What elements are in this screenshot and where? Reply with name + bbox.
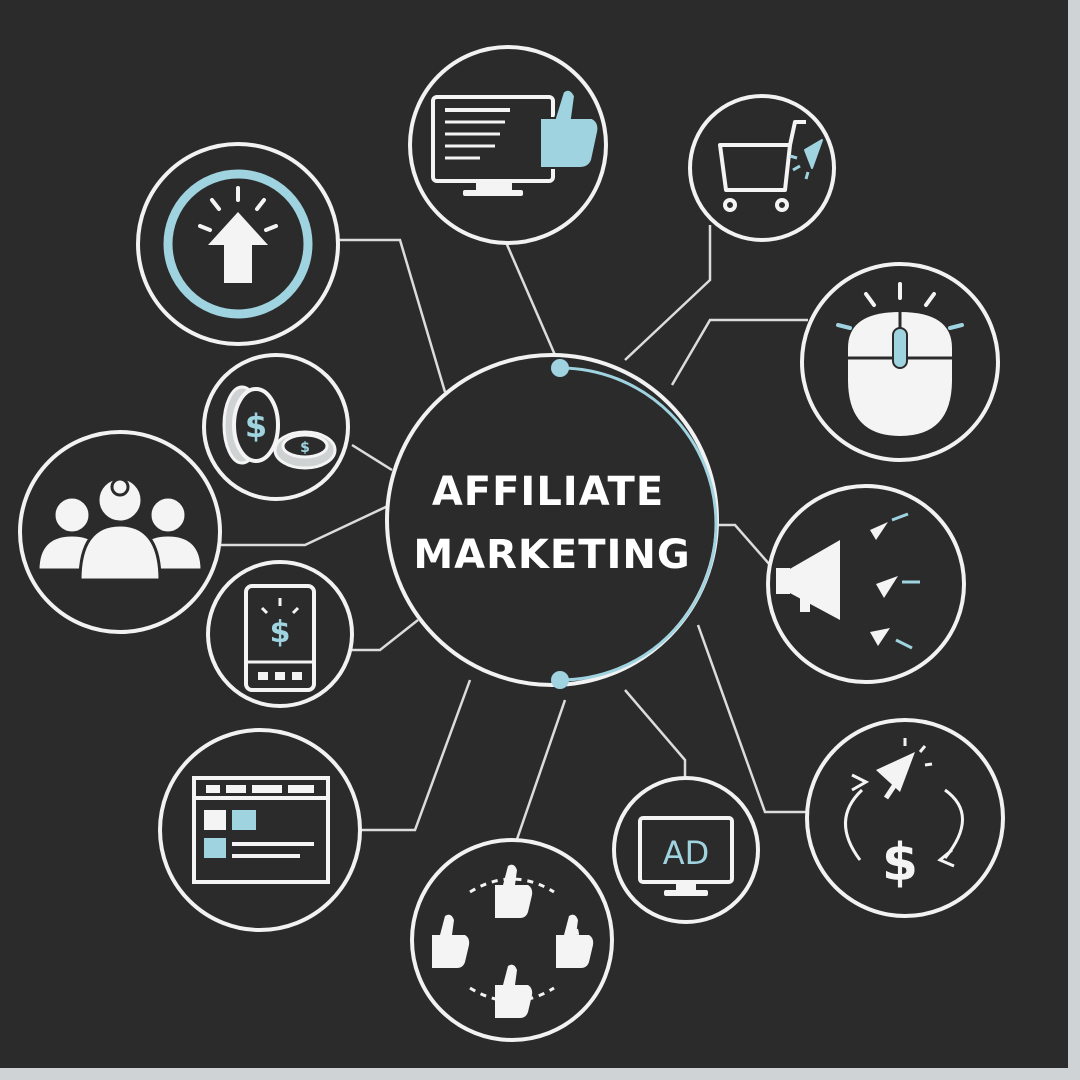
- connector-ad: [624, 689, 687, 780]
- connector-click-arrow: [335, 238, 447, 393]
- connector-lines: [220, 225, 815, 846]
- node-monitor-like: [408, 45, 608, 245]
- thumbs-up-network-icon: [432, 864, 594, 1018]
- connector-mobile: [352, 619, 419, 652]
- megaphone-icon: [776, 512, 920, 650]
- accent-arc: [559, 366, 718, 682]
- ad-label: AD: [663, 834, 710, 872]
- node-click-arrow: [136, 142, 340, 346]
- node-audience: [18, 430, 222, 634]
- node-megaphone: [766, 484, 966, 684]
- ad-monitor-icon: AD: [638, 816, 734, 896]
- shopping-cart-click-icon: [718, 120, 823, 212]
- connector-social-likes: [513, 699, 567, 846]
- svg-text:$: $: [882, 833, 918, 893]
- affiliate-marketing-diagram: AFFILIATE MARKETING: [18, 45, 1005, 1042]
- node-coins: $ $: [202, 353, 350, 501]
- connector-mouse: [670, 318, 808, 386]
- cursor-up-arrow-icon: [163, 169, 313, 319]
- node-mouse: [800, 262, 1000, 462]
- connector-web-layout: [360, 679, 472, 832]
- monitor-thumbs-up-icon: [431, 88, 600, 196]
- click-to-dollar-cycle-icon: $: [844, 738, 964, 893]
- center-hub: AFFILIATE MARKETING: [385, 353, 719, 689]
- svg-text:$: $: [245, 407, 267, 445]
- svg-text:$: $: [270, 615, 291, 650]
- connector-monitor-like: [503, 239, 557, 356]
- dollar-coins-icon: $ $: [222, 385, 337, 470]
- connector-audience: [220, 503, 391, 547]
- node-mobile-payment: $: [206, 560, 354, 708]
- accent-dot-top: [551, 359, 569, 377]
- accent-dot-bottom: [551, 671, 569, 689]
- connector-conversion: [696, 624, 815, 814]
- computer-mouse-icon: [836, 282, 964, 436]
- connector-coins: [351, 443, 393, 472]
- node-shopping-cart: [688, 94, 836, 242]
- node-web-layout: [158, 728, 362, 932]
- people-group-icon: [36, 476, 204, 582]
- node-ad-display: AD: [612, 776, 760, 924]
- svg-text:$: $: [300, 440, 310, 456]
- center-title-line2: MARKETING: [413, 532, 690, 578]
- mobile-dollar-icon: $: [244, 584, 316, 692]
- node-social-likes: [410, 838, 614, 1042]
- web-page-layout-icon: [192, 776, 330, 884]
- node-conversion: $: [805, 718, 1005, 918]
- center-title-line1: AFFILIATE: [432, 469, 664, 515]
- connector-shopping-cart: [624, 225, 712, 361]
